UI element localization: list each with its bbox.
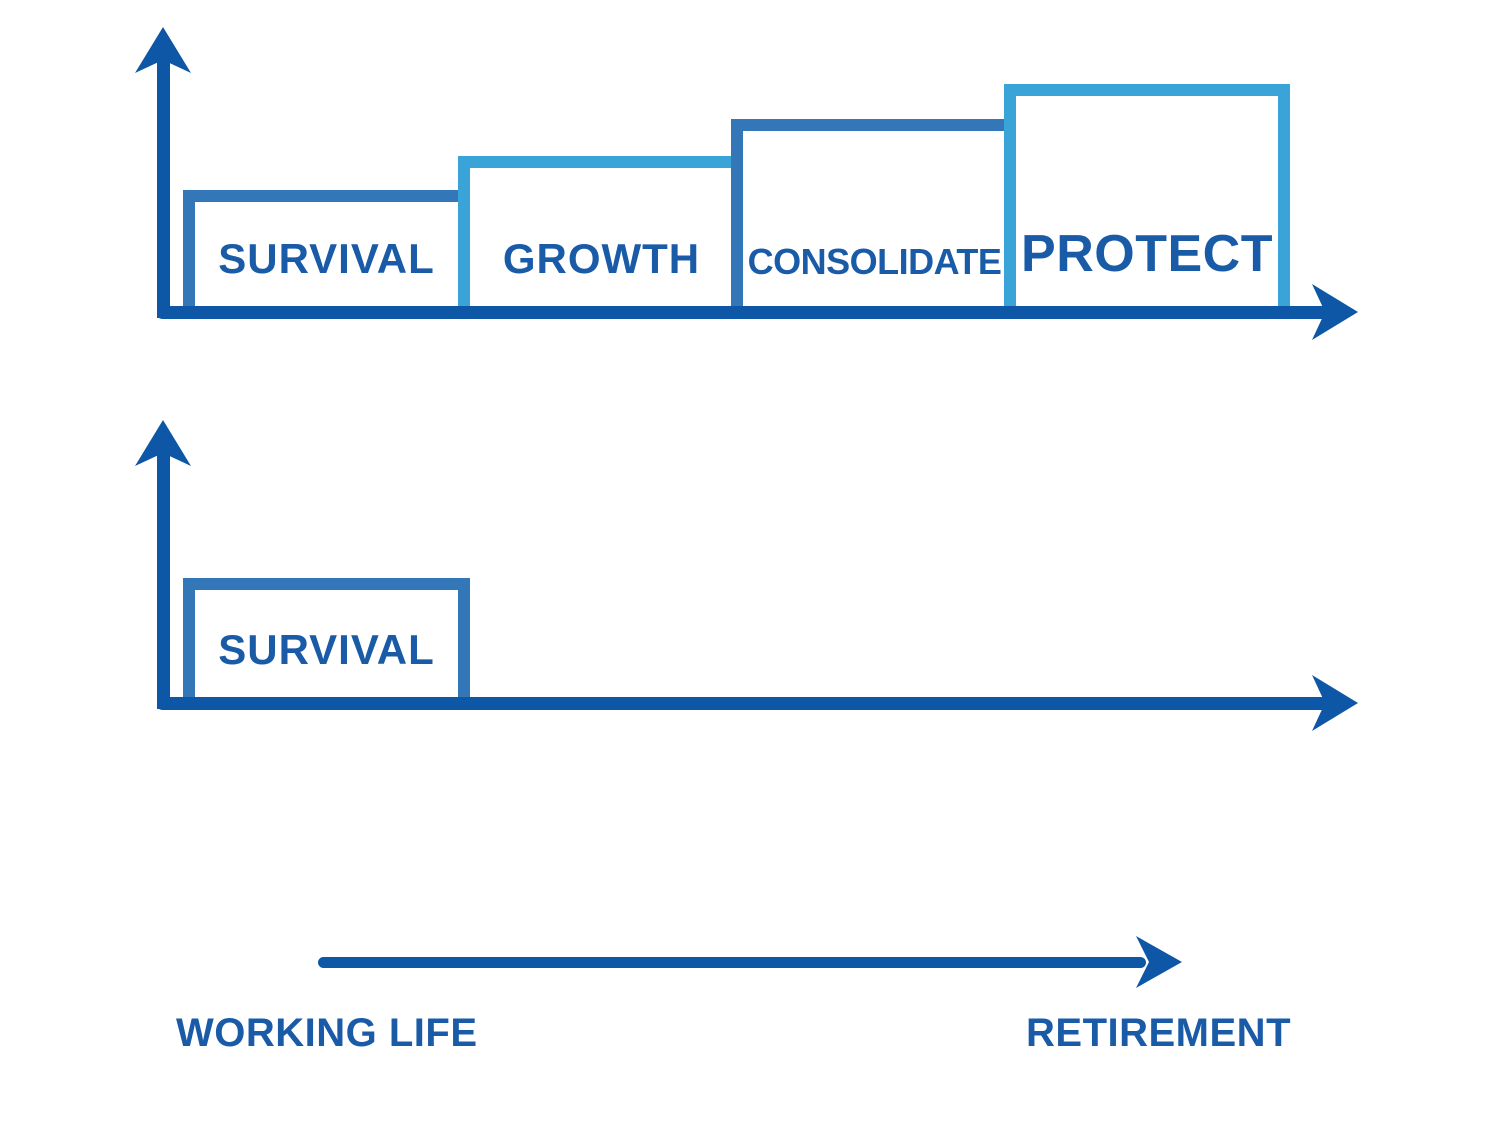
top-chart-x-axis-line [157, 306, 1325, 319]
stage-label: CONSOLIDATE [747, 241, 1002, 282]
timeline-arrow-line [318, 957, 1146, 968]
working-life-label: WORKING LIFE [176, 1011, 478, 1055]
stage-label: PROTECT [1021, 225, 1273, 283]
stage-label: GROWTH [502, 235, 701, 282]
stage-box-protect: PROTECT [1004, 84, 1290, 318]
timeline-arrowhead-icon [1136, 934, 1184, 990]
stage-box-consolidate: CONSOLIDATE [731, 119, 1018, 318]
middle-chart-x-axis-arrowhead-icon [1312, 673, 1360, 733]
middle-chart-y-axis-arrowhead-icon [133, 420, 193, 468]
top-chart-y-axis-arrowhead-icon [133, 27, 193, 75]
top-chart-x-axis-arrowhead-icon [1312, 282, 1360, 342]
stage-box-survival: SURVIVAL [183, 190, 470, 318]
top-chart-y-axis-line [157, 55, 170, 318]
middle-chart-y-axis-line [157, 448, 170, 709]
retirement-label: RETIREMENT [1026, 1011, 1291, 1055]
stage-label: SURVIVAL [218, 626, 435, 673]
stage-box-survival: SURVIVAL [183, 578, 470, 709]
stage-label: SURVIVAL [218, 235, 435, 282]
middle-chart-x-axis-line [157, 697, 1325, 710]
stage-box-growth: GROWTH [458, 156, 745, 318]
